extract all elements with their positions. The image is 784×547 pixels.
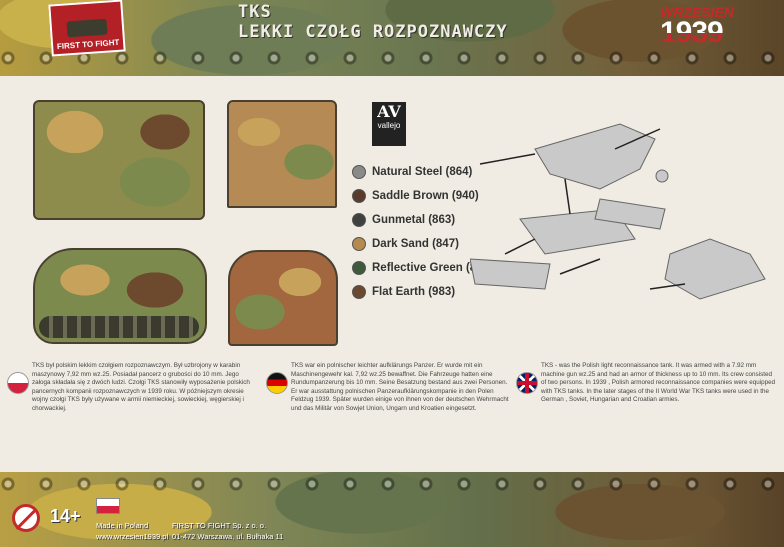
- tank-side-view: [33, 248, 207, 344]
- address-label: 01-472 Warszawa, ul. Bułhaka 11: [172, 532, 284, 541]
- logo-tank-icon: [66, 18, 108, 38]
- age-warning-icon: [12, 504, 40, 532]
- paint-swatch: [352, 213, 366, 227]
- website-label: www.wrzesien1939.pl: [96, 532, 169, 541]
- paint-item: Saddle Brown (940): [352, 184, 493, 208]
- right-track-part: [594, 198, 666, 230]
- age-rating: 14+: [50, 506, 81, 526]
- top-camo-band: [0, 0, 784, 76]
- paint-item: Gunmetal (863): [352, 208, 493, 232]
- paint-swatch: [352, 285, 366, 299]
- paint-swatch: [352, 237, 366, 251]
- assembly-diagram: [470, 123, 766, 300]
- poland-flag-icon: [96, 498, 120, 514]
- german-flag-icon: [266, 372, 288, 394]
- paint-label: Flat Earth (983): [372, 286, 456, 298]
- brand-word: WRZESIEŃ: [660, 4, 734, 20]
- track: [39, 316, 199, 338]
- page-subtitle: LEKKI CZOŁG ROZPOZNAWCZY: [238, 22, 508, 42]
- bottom-rivet-row: [0, 476, 784, 492]
- tank-rear-view: [227, 100, 337, 208]
- wheel-part: [655, 169, 669, 183]
- tank-front-view: [228, 250, 338, 346]
- paint-list: Natural Steel (864) Saddle Brown (940) G…: [352, 160, 493, 304]
- made-in-label: Made in Poland: [96, 521, 149, 530]
- vallejo-abbr: AV: [377, 102, 401, 121]
- uk-flag-icon: [516, 372, 538, 394]
- description-pl: TKS był polskim lekkim czołgiem rozpozna…: [32, 362, 250, 412]
- top-rivet-row: [0, 50, 784, 66]
- paint-label: Saddle Brown (940): [372, 190, 479, 202]
- paint-label: Natural Steel (864): [372, 166, 473, 178]
- paint-label: Dark Sand (847): [372, 238, 459, 250]
- company-label: FIRST TO FIGHT Sp. z o. o.: [172, 521, 267, 530]
- assembled-tank: [664, 238, 766, 300]
- left-track-part: [470, 258, 551, 290]
- description-de: TKS war ein polnischer leichter aufkläru…: [291, 362, 509, 412]
- paint-item: Natural Steel (864): [352, 160, 493, 184]
- vallejo-name: vallejo: [377, 121, 401, 130]
- brand-year: 1939: [660, 18, 772, 48]
- hull-top-part: [534, 123, 656, 190]
- paint-swatch: [352, 189, 366, 203]
- paint-item: Reflective Green (890): [352, 256, 493, 280]
- first-to-fight-logo: FIRST TO FIGHT: [48, 0, 126, 57]
- paint-item: Flat Earth (983): [352, 280, 493, 304]
- paint-swatch: [352, 261, 366, 275]
- paint-label: Gunmetal (863): [372, 214, 456, 226]
- page-title: TKS: [238, 2, 272, 22]
- description-en: TKS - was the Polish light reconnaissanc…: [541, 362, 776, 404]
- logo-text: FIRST TO FIGHT: [56, 37, 120, 52]
- tank-top-view: [33, 100, 205, 220]
- paint-swatch: [352, 165, 366, 179]
- vallejo-logo: AV vallejo: [372, 102, 406, 146]
- paint-item: Dark Sand (847): [352, 232, 493, 256]
- polish-flag-icon: [7, 372, 29, 394]
- wrzesien-logo: WRZESIEŃ 1939: [660, 4, 772, 48]
- paint-label: Reflective Green (890): [372, 262, 493, 274]
- bottom-camo-band: [0, 472, 784, 547]
